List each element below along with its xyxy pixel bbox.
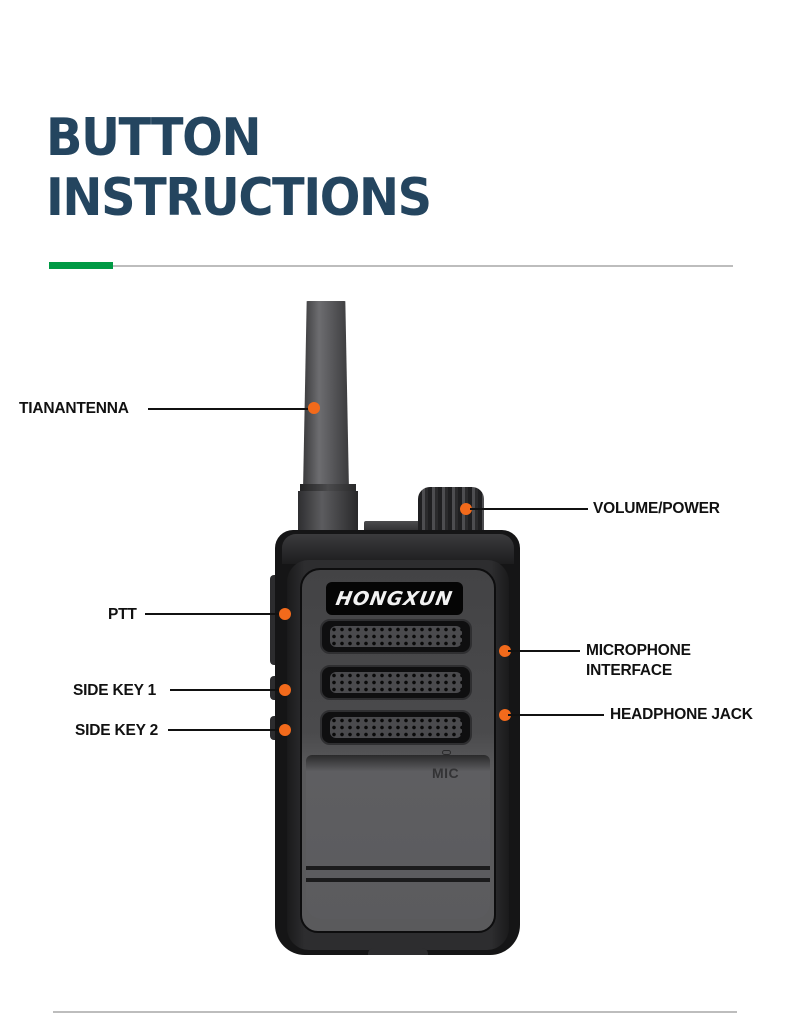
callout-dot-icon — [499, 709, 511, 721]
callout-label: TIANANTENNA — [19, 400, 129, 417]
callout-leader-line — [145, 613, 281, 615]
callout-leader-line — [470, 508, 588, 510]
callout-dot-icon — [279, 608, 291, 620]
mic-hole — [442, 750, 451, 755]
speaker-grille — [320, 710, 472, 745]
callout-leader-line — [508, 714, 604, 716]
page-title-line-2: INSTRUCTIONS — [46, 168, 432, 228]
callout-leader-line — [508, 650, 580, 652]
callout-leader-line — [168, 729, 281, 731]
brand-logo: HONGXUN — [326, 582, 463, 615]
callout-label-line-2: INTERFACE — [586, 662, 673, 679]
callout-dot-icon — [460, 503, 472, 515]
panel-groove — [306, 866, 490, 870]
radio-lower-panel — [306, 755, 490, 919]
panel-groove — [306, 878, 490, 882]
callout-label: SIDE KEY 1 — [73, 682, 157, 699]
callout-label-line-1: MICROPHONE — [586, 642, 691, 659]
callout-leader-line — [148, 408, 308, 410]
radio-top-shoulder — [282, 534, 514, 564]
speaker-grille — [320, 619, 472, 654]
header-divider — [49, 265, 733, 267]
mic-marking: MIC — [432, 765, 460, 781]
footer-divider — [53, 1011, 737, 1013]
page-title-line-1: BUTTON — [46, 108, 261, 168]
header-accent-bar — [49, 262, 113, 269]
callout-dot-icon — [279, 724, 291, 736]
callout-dot-icon — [499, 645, 511, 657]
speaker-grille — [320, 665, 472, 700]
antenna — [303, 301, 349, 491]
brand-logo-text: HONGXUN — [334, 587, 455, 610]
callout-dot-icon — [279, 684, 291, 696]
page-title: BUTTON INSTRUCTIONS — [46, 108, 432, 228]
callout-label: PTT — [108, 606, 137, 623]
callout-label: VOLUME/POWER — [593, 500, 720, 517]
speaker-holes — [330, 672, 462, 693]
volume-power-knob — [418, 487, 484, 537]
radio-foot — [368, 948, 428, 955]
speaker-holes — [330, 626, 462, 647]
callout-dot-icon — [308, 402, 320, 414]
callout-label: SIDE KEY 2 — [75, 722, 159, 739]
speaker-holes — [330, 717, 462, 738]
callout-label: HEADPHONE JACK — [610, 706, 753, 723]
antenna-base — [298, 491, 358, 531]
antenna-ring — [300, 484, 356, 492]
callout-leader-line — [170, 689, 281, 691]
